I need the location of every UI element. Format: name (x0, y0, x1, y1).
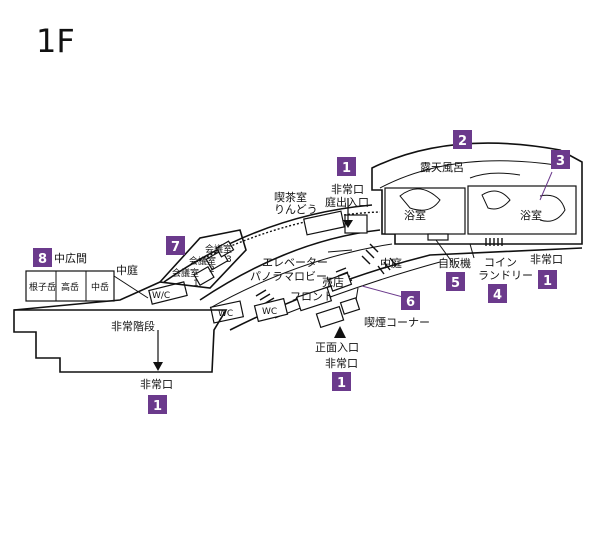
label-conf-1: 会議室 (172, 267, 199, 279)
badge-7[interactable]: 7 (166, 236, 185, 255)
vending-machine-rect (427, 233, 449, 241)
badges: 1 2 3 7 8 5 4 1 (33, 130, 570, 414)
svg-text:6: 6 (406, 295, 415, 310)
svg-text:3: 3 (556, 154, 565, 169)
badge-4[interactable]: 4 (488, 284, 507, 303)
label-nekodake: 根子岳 (29, 281, 56, 293)
svg-text:7: 7 (171, 240, 180, 255)
label-wc-2: WC (218, 309, 233, 319)
corridor (148, 204, 583, 331)
label-vending: 自販機 (438, 256, 471, 270)
label-emergency-exit-bottom: 非常口 (325, 357, 358, 370)
left-wing (13, 270, 228, 373)
svg-text:1: 1 (153, 399, 162, 414)
label-panorama-lobby: パノラマロビー (250, 270, 327, 283)
label-wc-3: WC (262, 307, 277, 317)
label-cafe: 喫茶室 (274, 190, 307, 204)
labels: 露天風呂 浴室 浴室 非常口 庭出入口 喫茶室 りんどう 会議室 3 会議室 2… (29, 161, 563, 391)
garden-exit-room (344, 214, 368, 234)
svg-text:5: 5 (451, 276, 460, 291)
label-laundry: ランドリー (478, 269, 533, 282)
arrow-down-left (153, 362, 163, 371)
label-conf-3-num: 3 (226, 255, 232, 265)
label-front: フロント (290, 290, 334, 303)
label-takadake: 高岳 (61, 281, 79, 293)
badge-6[interactable]: 6 (401, 291, 420, 310)
front-desk (295, 286, 333, 312)
label-emergency-exit-right: 非常口 (530, 253, 563, 266)
svg-text:1: 1 (543, 274, 552, 289)
label-bath-right: 浴室 (520, 208, 542, 222)
arrow-down-top (343, 220, 353, 228)
label-courtyard-left: 中庭 (116, 263, 138, 277)
badge-1-right[interactable]: 1 (538, 270, 557, 289)
label-garden-exit: 庭出入口 (325, 195, 369, 209)
label-wc-1: W/C (152, 291, 170, 301)
label-conf-2: 会議室 (189, 255, 216, 267)
label-elevator: エレベーター (262, 256, 328, 269)
badge-1-bottom[interactable]: 1 (332, 372, 351, 391)
wc-block-2 (253, 297, 289, 323)
wc-block-1 (209, 300, 245, 324)
badge-2[interactable]: 2 (453, 130, 472, 149)
badge-1-left[interactable]: 1 (148, 395, 167, 414)
label-conf-3: 会議室 (205, 243, 232, 255)
label-emergency-exit-top: 非常口 (331, 183, 364, 196)
label-roten-buro: 露天風呂 (420, 161, 464, 174)
label-smoking-corner: 喫煙コーナー (364, 316, 430, 329)
badge-1-top[interactable]: 1 (337, 157, 356, 176)
label-conf-1-num: 1 (193, 279, 199, 289)
label-bath-left: 浴室 (404, 208, 426, 222)
svg-text:1: 1 (337, 376, 346, 391)
svg-text:1: 1 (342, 161, 351, 176)
cafe-room (303, 210, 345, 236)
label-conf-2-num: 2 (209, 265, 215, 275)
bath-wing (371, 142, 583, 246)
label-nakadake: 中岳 (91, 281, 109, 293)
arrow-up-entrance (334, 326, 346, 338)
label-chuuhiroma: 中広間 (54, 252, 87, 265)
label-courtyard-right: 中庭 (380, 256, 402, 270)
label-main-entrance: 正面入口 (315, 341, 359, 354)
label-emergency-exit-left: 非常口 (140, 378, 173, 391)
svg-text:8: 8 (38, 252, 47, 267)
label-coin: コイン (484, 256, 517, 269)
floor-title: 1F (36, 22, 75, 60)
svg-text:4: 4 (493, 288, 502, 303)
arrows (153, 171, 553, 371)
label-emergency-stairs: 非常階段 (111, 319, 155, 333)
bath-room-right (467, 185, 577, 235)
hall-chuuhiroma (25, 270, 115, 302)
label-shop: 売店 (322, 275, 344, 289)
svg-text:2: 2 (458, 134, 467, 149)
label-rindou: りんどう (274, 203, 318, 216)
badge-5[interactable]: 5 (446, 272, 465, 291)
badge-3[interactable]: 3 (551, 150, 570, 169)
wc-block-left (148, 281, 188, 305)
bath-room-left (384, 187, 466, 235)
badge-8[interactable]: 8 (33, 248, 52, 267)
